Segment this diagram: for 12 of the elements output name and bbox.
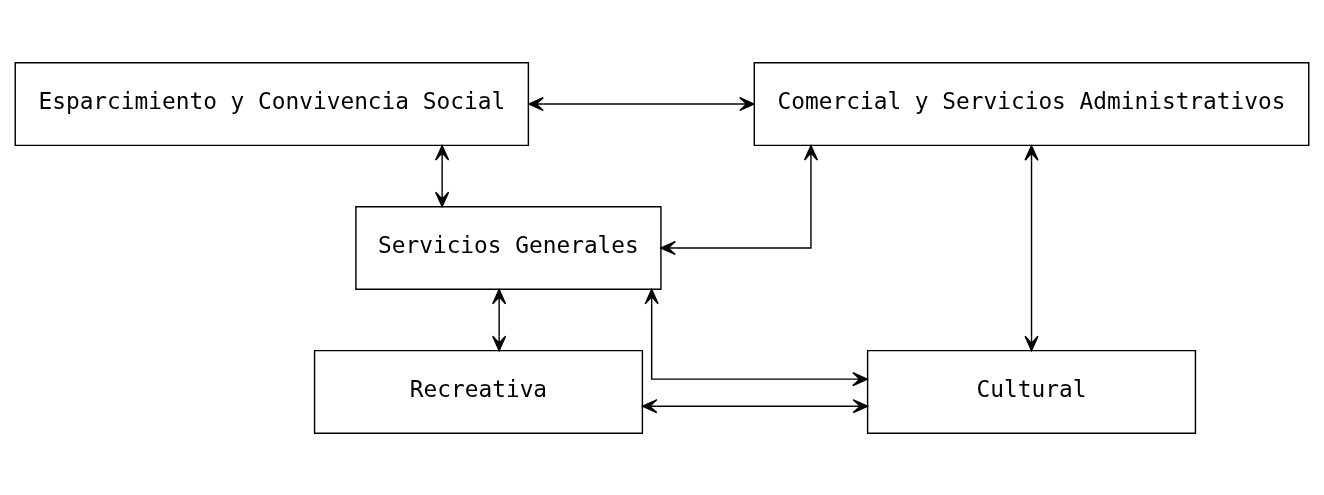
- node-box: Esparcimiento y Convivencia Social: [14, 61, 530, 146]
- arrow: [492, 288, 507, 351]
- arrow: [435, 144, 450, 207]
- arrow: [660, 144, 819, 255]
- node-box: Cultural: [866, 349, 1197, 434]
- arrow: [641, 398, 869, 413]
- arrow: [644, 288, 868, 386]
- arrow: [1024, 144, 1039, 351]
- node-box: Servicios Generales: [355, 205, 662, 290]
- arrow: [528, 96, 755, 111]
- node-box: Recreativa: [313, 349, 644, 434]
- node-box: Comercial y Servicios Administrativos: [753, 61, 1310, 146]
